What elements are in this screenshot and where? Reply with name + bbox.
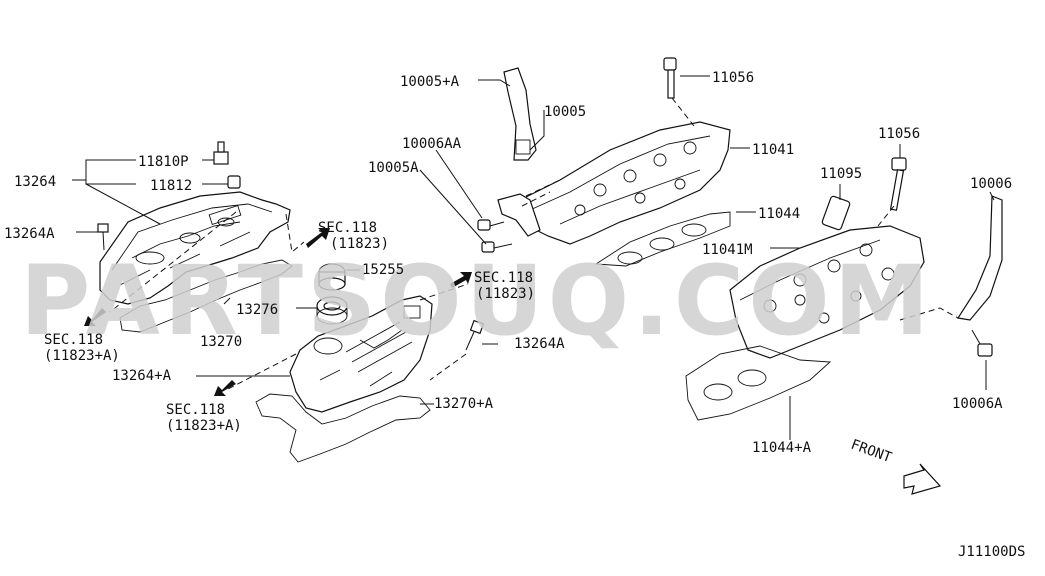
label-15255[interactable]: 15255 xyxy=(362,262,404,278)
bolt-13264a-right[interactable] xyxy=(465,319,485,351)
label-11041[interactable]: 11041 xyxy=(752,142,794,158)
label-13270plusa[interactable]: 13270+A xyxy=(434,396,494,412)
label-sec118-lower-sub[interactable]: (11823) xyxy=(476,286,535,302)
bolt-10006aa[interactable] xyxy=(477,219,505,231)
arrow-sec118-lower-top xyxy=(450,272,472,288)
label-front: FRONT xyxy=(849,437,895,467)
label-11056-top[interactable]: 11056 xyxy=(712,70,754,86)
label-10005a[interactable]: 10005A xyxy=(368,160,419,176)
label-sec118-lower[interactable]: SEC.118 xyxy=(474,270,533,286)
rocker-cover-lower[interactable] xyxy=(289,295,433,413)
oil-filler-seal[interactable] xyxy=(316,296,348,325)
bracket-10005a[interactable] xyxy=(497,193,541,237)
label-13264[interactable]: 13264 xyxy=(14,174,56,190)
bracket-10005[interactable] xyxy=(503,67,537,161)
label-sec118-bottom[interactable]: SEC.118 xyxy=(166,402,225,418)
label-10005plusa[interactable]: 10005+A xyxy=(400,74,460,90)
label-13264a-left[interactable]: 13264A xyxy=(4,226,55,242)
label-11810p[interactable]: 11810P xyxy=(138,154,189,170)
cylinder-head-rh[interactable] xyxy=(519,121,731,245)
bolt-13264a-left[interactable] xyxy=(97,223,109,251)
label-11041m[interactable]: 11041M xyxy=(702,242,753,258)
bolt-10005a[interactable] xyxy=(481,241,513,253)
bracket-10006[interactable] xyxy=(957,195,1003,321)
label-sec118-bottom-sub[interactable]: (11823+A) xyxy=(166,418,242,434)
arrow-sec118-left xyxy=(84,308,106,326)
rocker-cover-gasket-upper[interactable] xyxy=(119,259,293,333)
label-10006aa[interactable]: 10006AA xyxy=(402,136,462,152)
label-11044plusa[interactable]: 11044+A xyxy=(752,440,812,456)
cylinder-head-lh[interactable] xyxy=(729,225,925,359)
rocker-cover-gasket-lower[interactable] xyxy=(255,393,431,463)
label-11056-right[interactable]: 11056 xyxy=(878,126,920,142)
label-13264plusa[interactable]: 13264+A xyxy=(112,368,172,384)
arrow-sec118-bottom xyxy=(214,380,236,396)
cylinder-head-gasket-rh[interactable] xyxy=(594,211,731,267)
label-10006[interactable]: 10006 xyxy=(970,176,1012,192)
label-10006a[interactable]: 10006A xyxy=(952,396,1003,412)
label-sec118-upper-sub[interactable]: (11823) xyxy=(330,236,389,252)
front-direction-arrow xyxy=(903,463,942,495)
label-11812[interactable]: 11812 xyxy=(150,178,192,194)
oil-filler-cap[interactable] xyxy=(318,263,346,291)
pcv-valve[interactable] xyxy=(213,141,229,165)
bolt-11056-right[interactable] xyxy=(889,157,907,211)
label-11095[interactable]: 11095 xyxy=(820,166,862,182)
dowel-pin-11095[interactable] xyxy=(821,195,851,231)
label-10005[interactable]: 10005 xyxy=(544,104,586,120)
pcv-grommet[interactable] xyxy=(227,175,241,189)
label-13276[interactable]: 13276 xyxy=(236,302,278,318)
bolt-10006a[interactable] xyxy=(971,329,993,357)
rocker-cover-upper[interactable] xyxy=(99,191,291,305)
label-sec118-upper[interactable]: SEC.118 xyxy=(318,220,377,236)
cylinder-head-gasket-lh[interactable] xyxy=(685,345,832,421)
label-13264a-right[interactable]: 13264A xyxy=(514,336,565,352)
watermark: PARTSOUQ.COM xyxy=(20,245,933,357)
bolt-11056-top[interactable] xyxy=(663,57,677,99)
label-sec118-left[interactable]: SEC.118 xyxy=(44,332,103,348)
label-13270[interactable]: 13270 xyxy=(200,334,242,350)
diagram-code: J11100DS xyxy=(958,544,1025,560)
arrow-sec118-upper xyxy=(306,228,330,248)
label-11044[interactable]: 11044 xyxy=(758,206,800,222)
label-sec118-left-sub[interactable]: (11823+A) xyxy=(44,348,120,364)
